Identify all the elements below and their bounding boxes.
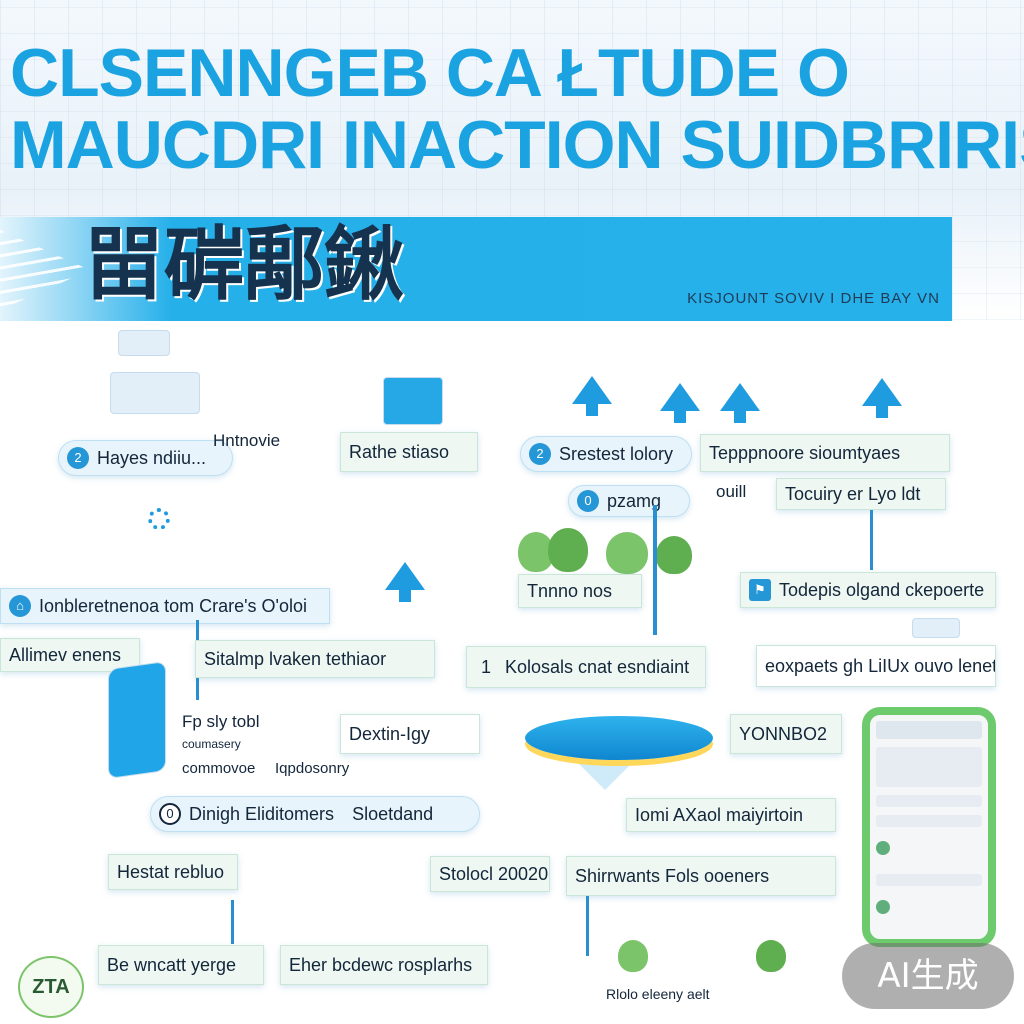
arrow-up-icon	[572, 376, 612, 416]
node-label: YONNBO2	[739, 723, 828, 744]
band-cjk-title: 㽞硸鄅鍬	[84, 218, 404, 311]
phone-mockup	[862, 707, 996, 947]
node-stolocl: Stolocl 20020	[430, 856, 550, 892]
fp-sub3: Iqpdosonry	[275, 760, 350, 777]
node-shirrwants: Shirrwants Fols ooeners	[566, 856, 836, 896]
node-hestat: Hestat rebluo	[108, 854, 238, 890]
node-tag: Hntnovie	[213, 431, 281, 450]
node-dinigh: 0 Dinigh Eliditomers Sloetdand	[150, 796, 480, 832]
node-label: Stolocl 20020	[439, 863, 549, 884]
tree-icon	[548, 528, 588, 572]
title-line-1: CLSENNGEB CA ŁTUDE O	[10, 35, 850, 111]
step-2-icon: 2	[529, 443, 551, 465]
node-label: Kolosals cnat esndiaint	[505, 656, 690, 677]
phone-screen-row	[876, 874, 982, 886]
node-dexin: Dextin-Igy	[340, 714, 480, 754]
node-label: eoxpaets gh LiIUx ouvo lenetie	[765, 655, 996, 676]
node-right-top-sub2: Tocuiry er Lyo ldt	[776, 478, 946, 510]
node-right-mid2: eoxpaets gh LiIUx ouvo lenetie	[756, 645, 996, 687]
step-2-icon: 2	[67, 447, 89, 469]
node-label: Rathe stiaso	[349, 441, 450, 462]
connector-line	[586, 896, 589, 956]
device-icon	[108, 660, 166, 780]
blob-decoration	[525, 716, 713, 760]
arrow-up-icon	[385, 562, 425, 602]
ui-card-icon	[118, 330, 170, 356]
title-line-2: MAUCDRI INACTION SUIDBRIRIS	[10, 107, 1024, 183]
arrow-up-icon	[862, 378, 902, 418]
node-center-top: 2 Srestest lolory	[520, 436, 692, 472]
bottom-small-label: Rlolo eleeny aelt	[606, 986, 710, 1002]
seal-logo: ZTA	[18, 956, 84, 1018]
phone-screen-row	[876, 815, 982, 827]
node-right-top-sub1: ouill	[716, 482, 747, 501]
node-label: Sitalmp lvaken tethiaor	[204, 648, 387, 669]
ai-generated-watermark: AI生成	[842, 943, 1014, 1009]
node-yonneo: YONNBO2	[730, 714, 842, 754]
node-label-secondary: Sloetdand	[352, 803, 434, 824]
band-subtitle: KISJOUNT SOVIV I DHE BAY VN	[687, 290, 940, 307]
phone-status-dot	[876, 841, 890, 855]
node-label: Eher bcdewc rosplarhs	[289, 954, 473, 975]
node-label: pzamg	[607, 490, 662, 511]
ui-card-icon	[912, 618, 960, 638]
node-mid-top: Rathe stiaso	[340, 432, 478, 472]
node-label: Tocuiry er Lyo ldt	[785, 483, 921, 504]
gear-icon	[148, 508, 170, 530]
fp-sub2: commovoe	[182, 760, 256, 777]
header-band	[0, 217, 952, 321]
location-icon: ⌂	[9, 595, 31, 617]
node-label: Todepis olgand ckepoerte	[779, 579, 985, 600]
arrow-up-icon	[660, 383, 700, 423]
node-label: Hayes ndiiu...	[97, 447, 207, 468]
node-trees-label: Tnnno nos	[518, 574, 642, 608]
node-label: Allimev enens	[9, 644, 122, 665]
node-left-top: 2 Hayes ndiiu...	[58, 440, 233, 476]
arrow-up-icon	[720, 383, 760, 423]
node-label: Dextin-Igy	[349, 723, 431, 744]
node-label: Shirrwants Fols ooeners	[575, 865, 770, 886]
ui-card-icon	[110, 372, 200, 414]
step-icon: 0	[159, 803, 181, 825]
node-wncatt: Be wncatt yerge	[98, 945, 264, 985]
tree-icon	[656, 536, 692, 574]
node-right-top: Tepppnoore sioumtyaes	[700, 434, 950, 472]
node-right-mid: ⚑ Todepis olgand ckepoerte	[740, 572, 996, 608]
node-label: Tepppnoore sioumtyaes	[709, 442, 901, 463]
fp-sub1: coumasery	[182, 737, 241, 751]
connector-line	[870, 510, 873, 570]
node-label: Be wncatt yerge	[107, 954, 237, 975]
node-pzamg: 0 pzamg	[568, 485, 690, 517]
node-label: Iomi AXaol maiyirtoin	[635, 804, 804, 825]
node-label: Ionbleretnenoa tom Crare's O'oloi	[39, 595, 308, 616]
node-left-mid: ⌂ Ionbleretnenoa tom Crare's O'oloi	[0, 588, 330, 624]
node-label: Tnnno nos	[527, 580, 613, 601]
node-bcdewc: Eher bcdewc rosplarhs	[280, 945, 488, 985]
phone-screen-block	[876, 747, 982, 787]
phone-screen-row	[876, 795, 982, 807]
bookmark-icon: ⚑	[749, 579, 771, 601]
step-icon: 0	[577, 490, 599, 512]
monitor-icon	[383, 377, 443, 425]
tree-icon	[756, 940, 786, 972]
connector-line	[231, 900, 234, 944]
node-left-mid2: Allimev enens	[0, 638, 140, 672]
phone-status-dot	[876, 900, 890, 914]
node-kolosals: 1 Kolosals cnat esndiaint	[466, 646, 706, 688]
node-label: Dinigh Eliditomers	[189, 803, 335, 824]
bullet-icon: 1	[480, 657, 491, 677]
tree-icon	[618, 940, 648, 972]
node-label: Hestat rebluo	[117, 861, 225, 882]
phone-screen-header	[876, 721, 982, 739]
fp-label: Fp sly tobl	[182, 712, 260, 731]
node-tomi: Iomi AXaol maiyirtoin	[626, 798, 836, 832]
connector-line	[653, 505, 657, 635]
node-center-mid: Sitalmp lvaken tethiaor	[195, 640, 435, 678]
node-label: Srestest lolory	[559, 443, 674, 464]
tree-icon	[606, 532, 648, 574]
